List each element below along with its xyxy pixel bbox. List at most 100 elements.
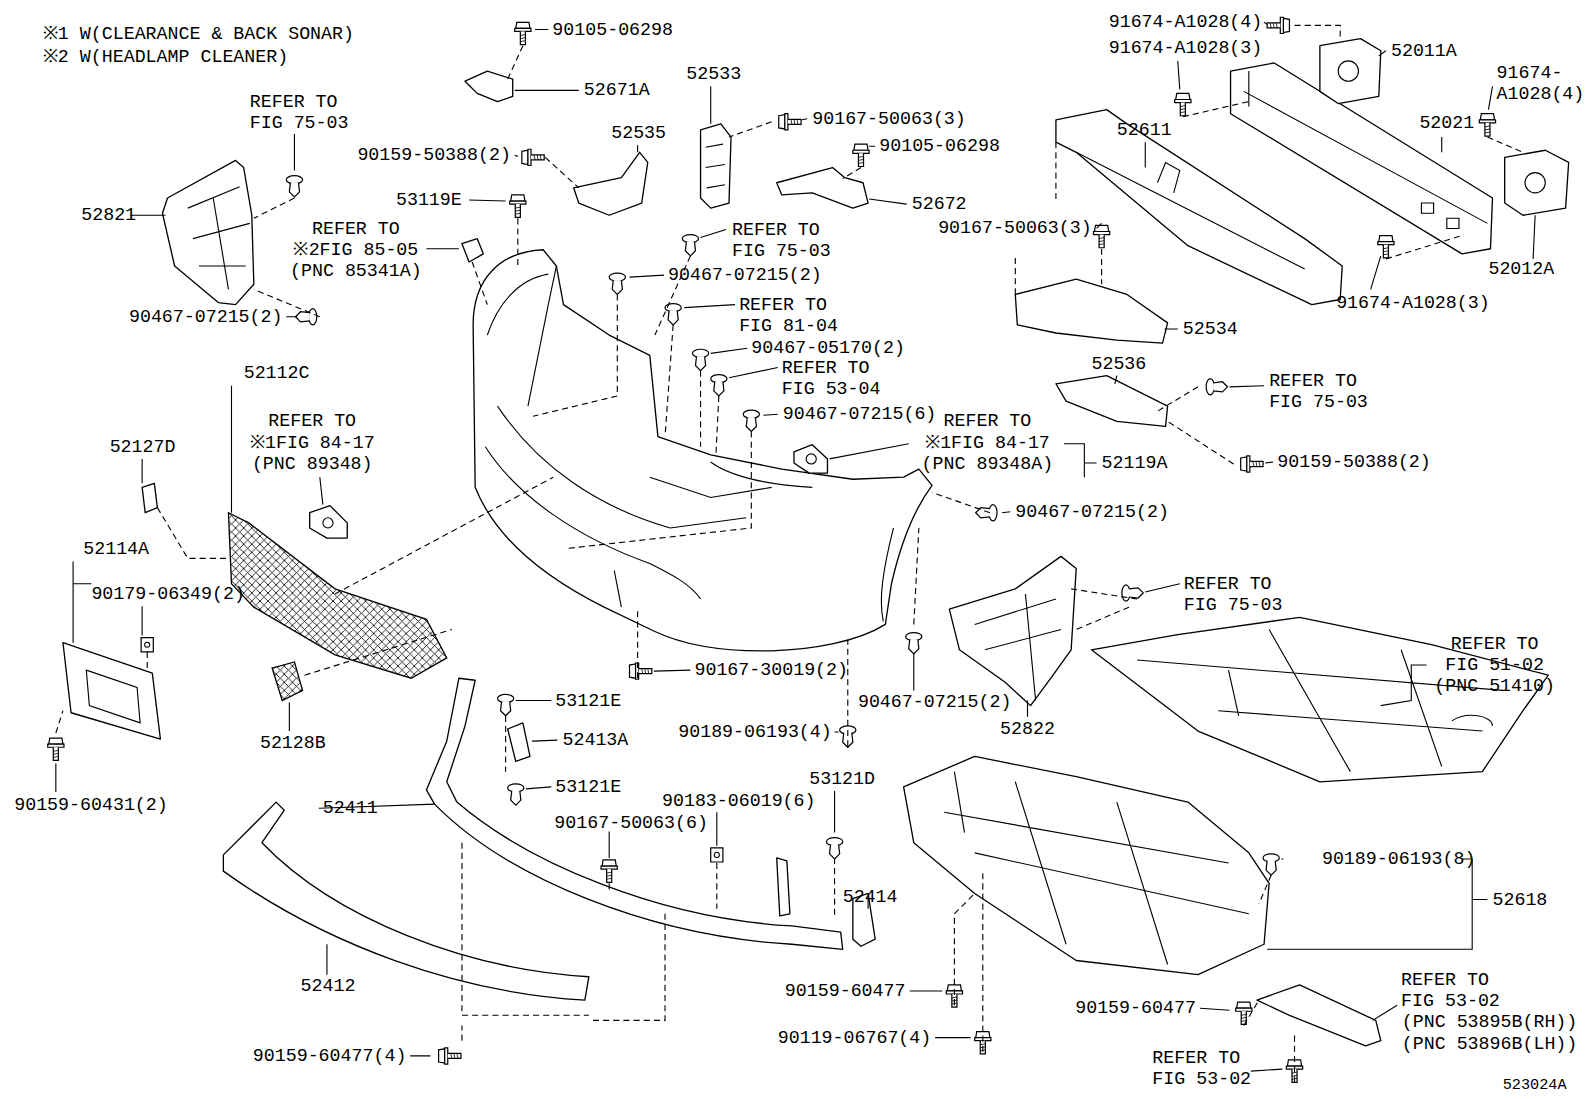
fasteners bbox=[629, 663, 651, 679]
callout-label: 52127D bbox=[110, 437, 176, 458]
callout-label: REFER TO FIG 53-02 bbox=[1401, 970, 1511, 1013]
callout-label: 52672 bbox=[912, 194, 967, 215]
callout-label: 52114A bbox=[83, 539, 149, 560]
part-outlines bbox=[904, 756, 1270, 974]
assembly-dashed-lines bbox=[56, 477, 990, 733]
callout-label: 52611 bbox=[1117, 120, 1172, 141]
fasteners bbox=[853, 144, 869, 166]
fasteners bbox=[711, 848, 723, 862]
part-outlines bbox=[1015, 279, 1167, 343]
callout-label: 90167-50063(3) bbox=[938, 217, 1092, 238]
part-outlines bbox=[1137, 629, 1503, 771]
part-outlines bbox=[473, 250, 932, 651]
fasteners bbox=[682, 235, 698, 256]
callout-label: ※2 W(HEADLAMP CLEANER) bbox=[43, 47, 289, 68]
fasteners bbox=[779, 114, 801, 130]
callout-label: 90159-50388(2) bbox=[357, 145, 511, 166]
fasteners bbox=[906, 633, 922, 654]
part-outlines bbox=[223, 802, 589, 1000]
callout-label: REFER TO FIG 75-03 bbox=[1184, 574, 1294, 617]
callout-label: 53121D bbox=[809, 769, 875, 790]
part-outlines bbox=[975, 594, 1061, 701]
part-outlines bbox=[1320, 39, 1381, 104]
part-outlines bbox=[1257, 985, 1381, 1046]
callout-label: 90467-07215(6) bbox=[783, 404, 937, 425]
callout-label: 90467-07215(2) bbox=[129, 307, 283, 328]
assembly-dashed-lines bbox=[472, 256, 751, 548]
fasteners bbox=[1175, 93, 1191, 115]
leader-lines bbox=[56, 22, 1535, 1071]
callout-label: REFER TO FIG 53-04 bbox=[782, 357, 892, 400]
part-outlines bbox=[162, 160, 253, 304]
callout-label: 52119A bbox=[1102, 453, 1168, 474]
callout-label: 90159-50388(2) bbox=[1277, 452, 1431, 473]
part-outlines bbox=[777, 168, 868, 209]
fasteners bbox=[601, 860, 617, 882]
callout-label: 53121E bbox=[555, 777, 621, 798]
part-outlines bbox=[86, 670, 140, 723]
part-outlines bbox=[465, 71, 513, 101]
part-outlines bbox=[949, 556, 1076, 705]
callout-label: 52411 bbox=[323, 798, 378, 819]
part-outlines bbox=[142, 483, 157, 512]
assembly-dashed-lines bbox=[254, 46, 861, 317]
part-outlines bbox=[1056, 376, 1168, 427]
part-outlines bbox=[485, 266, 893, 621]
callout-label: REFER TO ※2FIG 85-05 (PNC 85341A) bbox=[287, 218, 424, 282]
callout-label: 90167-30019(2) bbox=[694, 660, 848, 681]
leader-lines bbox=[1097, 22, 1536, 463]
callout-label: 91674-A1028(3) bbox=[1336, 292, 1490, 313]
part-outlines bbox=[794, 445, 828, 473]
callout-label: 90105-06298 bbox=[552, 19, 673, 40]
fasteners bbox=[286, 176, 302, 197]
callout-label: REFER TO FIG 75-03 bbox=[732, 219, 842, 262]
fasteners bbox=[609, 273, 625, 294]
callout-label: 52021 bbox=[1419, 113, 1474, 134]
leader-lines bbox=[654, 653, 1028, 1038]
callout-label: 52671A bbox=[584, 80, 650, 101]
fasteners bbox=[1093, 225, 1109, 247]
fasteners bbox=[497, 694, 513, 715]
callout-label: 52112C bbox=[244, 362, 310, 383]
callout-label: 90467-05170(2) bbox=[751, 338, 905, 359]
part-outlines bbox=[63, 643, 160, 739]
callout-label: REFER TO ※1FIG 84-17 (PNC 89348) bbox=[244, 411, 381, 475]
callout-label: REFER TO FIG 53-02 bbox=[1152, 1048, 1262, 1091]
part-outlines bbox=[310, 506, 348, 538]
callout-label: 52822 bbox=[1000, 719, 1055, 740]
callout-label: ※1 W(CLEARANCE & BACK SONAR) bbox=[43, 23, 354, 44]
callout-label: 52012A bbox=[1488, 259, 1554, 280]
fasteners bbox=[1267, 17, 1289, 33]
callout-label: 90105-06298 bbox=[879, 136, 1000, 157]
part-outlines bbox=[508, 723, 530, 762]
callout-label: 90159-60477 bbox=[785, 981, 906, 1002]
callout-label: 52535 bbox=[611, 123, 666, 144]
part-outlines bbox=[462, 239, 483, 262]
assembly-dashed-lines bbox=[954, 589, 1294, 1082]
part-outlines bbox=[806, 454, 816, 464]
part-outlines bbox=[63, 39, 1569, 1046]
fasteners bbox=[1241, 456, 1263, 472]
callout-label: 90119-06767(4) bbox=[778, 1027, 932, 1048]
callout-label: 90179-06349(2) bbox=[91, 584, 245, 605]
callout-label: 90167-50063(6) bbox=[554, 813, 708, 834]
callout-label: 52536 bbox=[1091, 353, 1146, 374]
fasteners bbox=[48, 738, 64, 760]
callout-label: REFER TO FIG 75-03 bbox=[1269, 371, 1379, 414]
leader-lines bbox=[289, 701, 834, 1056]
part-outlines bbox=[426, 678, 842, 949]
callout-label: 90189-06193(4) bbox=[678, 722, 832, 743]
callout-label: 90159-60477(4) bbox=[253, 1046, 407, 1067]
callout-label: 90467-07215(2) bbox=[858, 691, 1012, 712]
part-outlines bbox=[944, 772, 1249, 965]
callout-label: 91674-A1028(3) bbox=[1109, 38, 1263, 59]
assembly-dashed-lines bbox=[56, 25, 1523, 1082]
callout-label: 90189-06193(8) bbox=[1322, 849, 1476, 870]
callout-label: 90167-50063(3) bbox=[812, 109, 966, 130]
callout-label: 52821 bbox=[81, 205, 136, 226]
fasteners bbox=[1236, 1002, 1252, 1024]
part-outlines bbox=[272, 662, 302, 701]
callout-label: 52534 bbox=[1183, 319, 1238, 340]
callout-label: 90467-07215(2) bbox=[1015, 502, 1169, 523]
